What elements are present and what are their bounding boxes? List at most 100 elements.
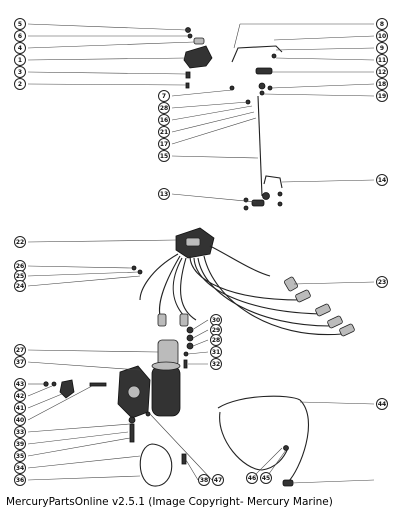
callout-5: 5 bbox=[14, 18, 26, 30]
callout-39: 39 bbox=[14, 438, 26, 450]
callout-31: 31 bbox=[210, 346, 222, 358]
callout-11: 11 bbox=[376, 54, 388, 66]
callout-number: 37 bbox=[16, 359, 24, 366]
callout-number: 10 bbox=[378, 33, 386, 40]
callout-number: 36 bbox=[16, 477, 24, 484]
callout-30: 30 bbox=[210, 314, 222, 326]
callout-number: 33 bbox=[16, 429, 24, 436]
callout-number: 6 bbox=[18, 33, 22, 40]
image-caption: MercuryPartsOnline v2.5.1 (Image Copyrig… bbox=[6, 496, 333, 508]
callout-47: 47 bbox=[212, 474, 224, 486]
callout-number: 21 bbox=[160, 129, 168, 136]
callout-28: 28 bbox=[158, 102, 170, 114]
callout-44: 44 bbox=[376, 398, 388, 410]
callout-number: 35 bbox=[16, 453, 24, 460]
ground-wire-icon bbox=[217, 395, 310, 487]
callout-38: 38 bbox=[198, 474, 210, 486]
callout-1: 1 bbox=[14, 54, 26, 66]
callout-15: 15 bbox=[158, 150, 170, 162]
callout-number: 2 bbox=[18, 81, 22, 88]
callout-number: 43 bbox=[16, 381, 24, 388]
callout-number: 11 bbox=[378, 57, 386, 64]
callout-19: 19 bbox=[376, 90, 388, 102]
callout-43: 43 bbox=[14, 378, 26, 390]
callout-6: 6 bbox=[14, 30, 26, 42]
callout-number: 44 bbox=[378, 401, 386, 408]
coil-clamp-strap-icon bbox=[139, 443, 187, 487]
callout-number: 42 bbox=[16, 393, 24, 400]
callout-24: 24 bbox=[14, 280, 26, 292]
callout-number: 29 bbox=[212, 327, 220, 334]
callout-number: 19 bbox=[378, 93, 386, 100]
callout-40: 40 bbox=[14, 414, 26, 426]
callout-42: 42 bbox=[14, 390, 26, 402]
callout-number: 12 bbox=[378, 69, 386, 76]
callout-number: 31 bbox=[212, 349, 220, 356]
callout-number: 13 bbox=[160, 191, 168, 198]
leader-lines bbox=[27, 23, 375, 484]
callout-number: 3 bbox=[18, 69, 22, 76]
callout-number: 24 bbox=[16, 283, 24, 290]
callout-4: 4 bbox=[14, 42, 26, 54]
callout-22: 22 bbox=[14, 236, 26, 248]
callout-layer: 5641328109111218197281621171514132226252… bbox=[14, 18, 388, 486]
callout-16: 16 bbox=[158, 114, 170, 126]
callout-41: 41 bbox=[14, 402, 26, 414]
callout-number: 16 bbox=[160, 117, 168, 124]
callout-36: 36 bbox=[14, 474, 26, 486]
callout-number: 17 bbox=[160, 141, 168, 148]
callout-8: 8 bbox=[376, 18, 388, 30]
callout-14: 14 bbox=[376, 174, 388, 186]
callout-7: 7 bbox=[158, 90, 170, 102]
callout-33: 33 bbox=[14, 426, 26, 438]
callout-46: 46 bbox=[246, 472, 258, 484]
callout-23: 23 bbox=[376, 276, 388, 288]
callout-number: 30 bbox=[212, 317, 220, 324]
callout-number: 22 bbox=[16, 239, 24, 246]
callout-28: 28 bbox=[210, 334, 222, 346]
callout-number: 32 bbox=[212, 361, 220, 368]
callout-number: 40 bbox=[16, 417, 24, 424]
callout-35: 35 bbox=[14, 450, 26, 462]
callout-34: 34 bbox=[14, 462, 26, 474]
callout-number: 41 bbox=[16, 405, 24, 412]
callout-2: 2 bbox=[14, 78, 26, 90]
callout-number: 5 bbox=[18, 21, 22, 28]
callout-number: 18 bbox=[378, 81, 386, 88]
linkage-assembly-icon bbox=[229, 45, 283, 211]
callout-45: 45 bbox=[260, 472, 272, 484]
upper-cap-assembly-icon bbox=[183, 27, 213, 89]
callout-number: 9 bbox=[380, 45, 384, 52]
callout-number: 8 bbox=[380, 21, 384, 28]
ignition-coil-icon bbox=[151, 326, 194, 417]
callout-number: 14 bbox=[378, 177, 386, 184]
callout-number: 26 bbox=[16, 263, 24, 270]
callout-number: 28 bbox=[212, 337, 220, 344]
callout-number: 47 bbox=[214, 477, 222, 484]
callout-3: 3 bbox=[14, 66, 26, 78]
callout-number: 27 bbox=[16, 347, 24, 354]
callout-21: 21 bbox=[158, 126, 170, 138]
callout-37: 37 bbox=[14, 356, 26, 368]
callout-number: 23 bbox=[378, 279, 386, 286]
callout-number: 45 bbox=[262, 475, 270, 482]
callout-number: 15 bbox=[160, 153, 168, 160]
callout-9: 9 bbox=[376, 42, 388, 54]
callout-27: 27 bbox=[14, 344, 26, 356]
callout-number: 38 bbox=[200, 477, 208, 484]
callout-number: 7 bbox=[162, 93, 166, 100]
callout-number: 39 bbox=[16, 441, 24, 448]
callout-32: 32 bbox=[210, 358, 222, 370]
callout-25: 25 bbox=[14, 270, 26, 282]
callout-12: 12 bbox=[376, 66, 388, 78]
callout-26: 26 bbox=[14, 260, 26, 272]
callout-17: 17 bbox=[158, 138, 170, 150]
small-hardware-icon bbox=[43, 379, 107, 399]
spark-plug-wire-harness-icon bbox=[131, 245, 355, 337]
callout-18: 18 bbox=[376, 78, 388, 90]
callout-10: 10 bbox=[376, 30, 388, 42]
callout-29: 29 bbox=[210, 324, 222, 336]
callout-number: 25 bbox=[16, 273, 24, 280]
coil-bracket-icon bbox=[117, 365, 151, 443]
